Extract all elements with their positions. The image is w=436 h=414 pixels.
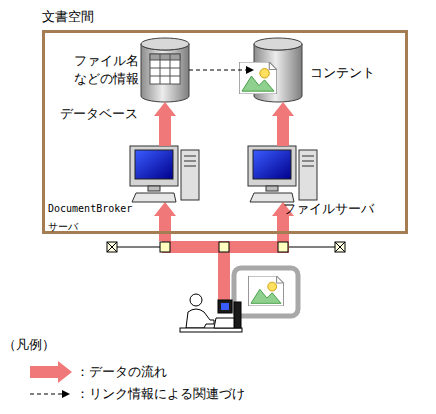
- table-icon: [150, 54, 180, 84]
- user-keyboard: [214, 318, 234, 328]
- node-label: データベース: [60, 105, 138, 123]
- image-icon: [239, 62, 277, 94]
- data-flow-band: [218, 247, 230, 301]
- server-computer: ファイルサーバ: [248, 146, 318, 202]
- data-flow-arrow: [154, 102, 176, 146]
- monitor-frame: [130, 146, 178, 186]
- monitor-stand: [148, 186, 160, 191]
- image-icon: [248, 276, 283, 306]
- node-label: DocumentBroker サーバ: [48, 200, 148, 236]
- monitor-frame: [248, 146, 296, 186]
- node-label: ファイル名 などの情報: [69, 52, 139, 88]
- cylinder-top: [141, 38, 189, 50]
- tower: [299, 150, 317, 200]
- keyboard: [132, 193, 176, 202]
- monitor-screen: [253, 150, 291, 179]
- data-flow-band: [162, 241, 289, 253]
- node-label: ファイルサーバ: [283, 200, 374, 218]
- cylinder-top: [254, 38, 302, 50]
- data-flow-arrow: [154, 102, 176, 146]
- user-desk: [180, 328, 242, 332]
- network-terminator: [107, 242, 117, 252]
- data-flow-arrow: [272, 102, 294, 146]
- network-junction: [219, 242, 229, 252]
- monitor-stand: [266, 186, 278, 191]
- image-callout: [234, 268, 298, 316]
- table-icon: [150, 54, 180, 84]
- shape-outline: [141, 38, 189, 102]
- user-monitor: [218, 300, 232, 313]
- legend-sample-link: [62, 390, 70, 398]
- shape-outline: [254, 38, 302, 102]
- legend-heading: （凡例）: [3, 336, 55, 354]
- user-head: [190, 294, 202, 306]
- space-frame: 文書空間ファイル名 などの情報データベースコンテントDocumentBroker…: [42, 30, 408, 234]
- network-junction: [278, 242, 288, 252]
- network-terminator: [335, 242, 345, 252]
- link-line: [189, 70, 246, 71]
- legend-sample-flow: [30, 361, 72, 383]
- tower: [181, 150, 199, 200]
- cylinder-body: [141, 44, 189, 102]
- network-junction: [160, 242, 170, 252]
- content-cylinder: コンテント: [254, 38, 302, 102]
- frame-heading: 文書空間: [42, 8, 94, 26]
- user-tower: [234, 302, 241, 328]
- shape-outline: [130, 146, 200, 202]
- tower-slots: [184, 156, 196, 166]
- node-label: コンテント: [310, 64, 375, 82]
- legend-text: ：データの流れ: [76, 363, 167, 381]
- server-computer: DocumentBroker サーバ: [130, 146, 200, 202]
- network-terminator: [107, 242, 117, 252]
- data-flow-arrow: [154, 202, 176, 241]
- legend-text: ：リンク情報による関連づけ: [76, 385, 245, 403]
- monitor-screen: [135, 150, 173, 179]
- legend-sample-link: [30, 394, 62, 395]
- user-screen: [221, 303, 229, 310]
- tower-slots: [302, 156, 314, 166]
- user-body: [186, 309, 214, 328]
- table-icon: [150, 54, 180, 60]
- keyboard: [250, 193, 294, 202]
- database-cylinder: ファイル名 などの情報データベース: [141, 38, 189, 102]
- network-terminator: [335, 242, 345, 252]
- shape-outline: [248, 146, 318, 202]
- data-flow-arrow: [272, 102, 294, 146]
